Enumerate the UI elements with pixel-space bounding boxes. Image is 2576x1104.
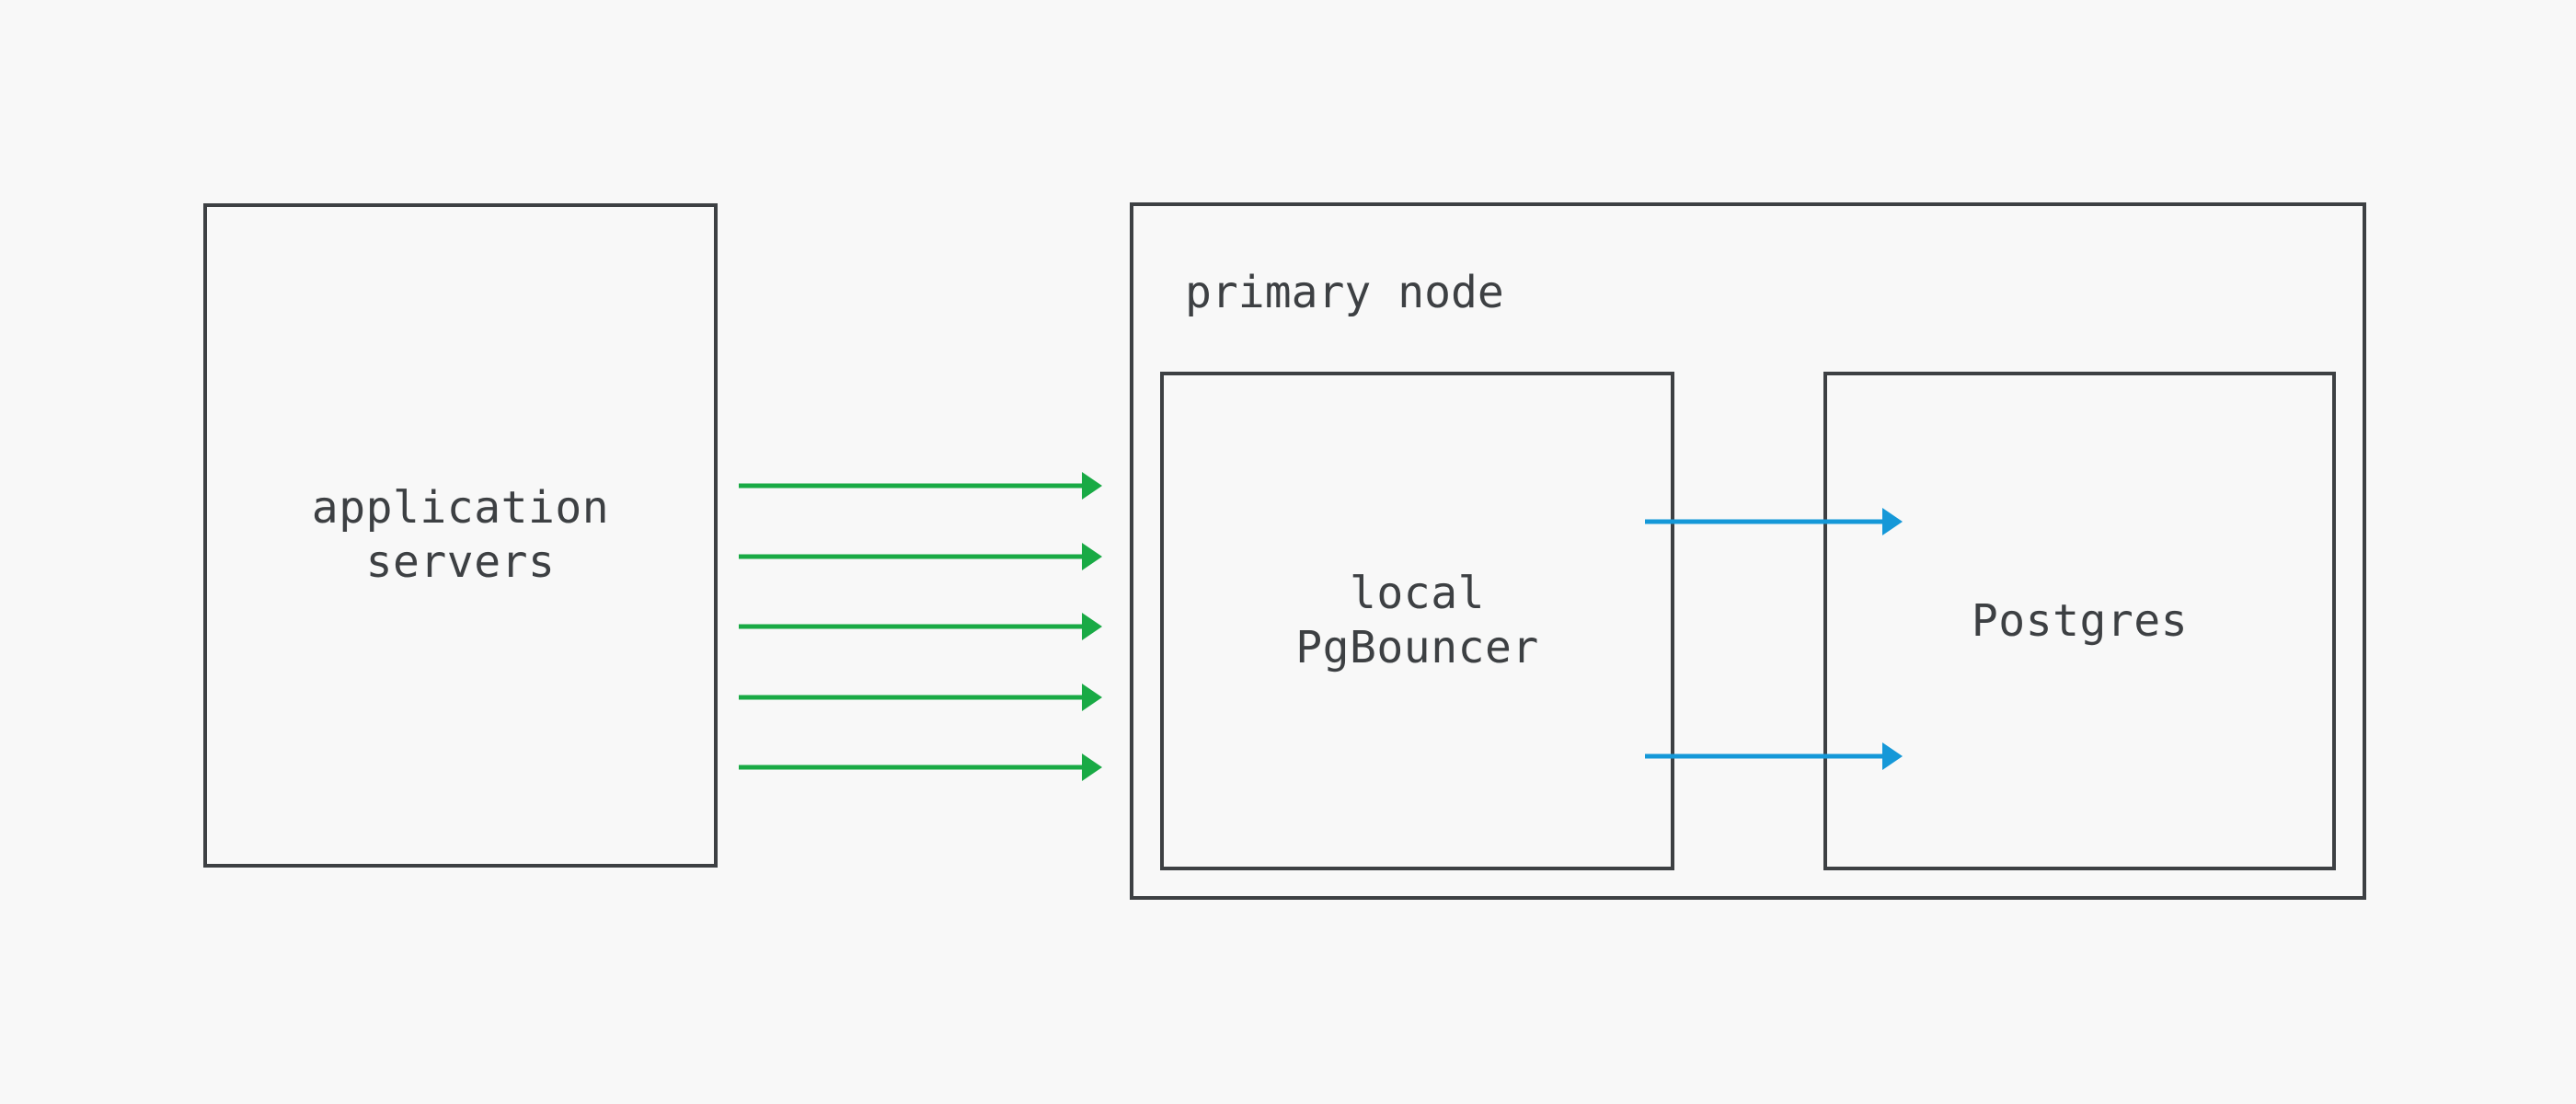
client-connection-arrow (739, 683, 1102, 711)
arrow-head (1082, 613, 1102, 640)
postgres-label: Postgres (1971, 594, 2189, 647)
arrow-line (739, 695, 1086, 699)
application-servers-label: application servers (311, 482, 610, 588)
primary-node-label: primary node (1185, 267, 1504, 318)
application-servers-box: application servers (203, 203, 718, 868)
arrow-line (739, 765, 1086, 770)
client-connection-arrow (739, 753, 1102, 781)
arrow-line (739, 483, 1086, 489)
arrow-line (739, 554, 1086, 558)
local-pgbouncer-box: local PgBouncer (1160, 372, 1674, 870)
arrow-line (739, 624, 1086, 629)
arrow-head (1082, 472, 1102, 500)
arrow-head (1082, 753, 1102, 781)
postgres-box: Postgres (1823, 372, 2336, 870)
primary-node-box: primary node (1130, 202, 2366, 900)
arrow-head (1082, 542, 1102, 570)
client-connection-arrow (739, 613, 1102, 640)
arrow-head (1082, 683, 1102, 711)
client-connection-arrow (739, 542, 1102, 570)
client-connection-arrow (739, 472, 1102, 500)
local-pgbouncer-label: local PgBouncer (1295, 568, 1539, 673)
